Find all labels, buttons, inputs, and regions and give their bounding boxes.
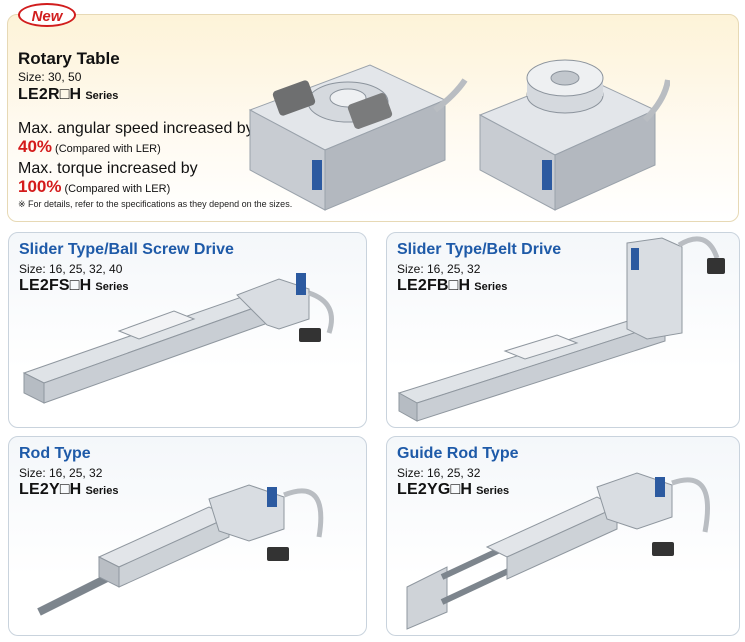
torque-increase-pct: 100%: [18, 177, 62, 196]
torque-compare-note: (Compared with LER): [64, 183, 171, 195]
card-size: Size: 16, 25, 32: [397, 466, 481, 480]
rotary-table-open-image: [248, 64, 468, 211]
slider-belt-image: [397, 236, 725, 422]
card-title: Slider Type/Belt Drive: [397, 241, 562, 258]
card-series-code: LE2FB□H: [397, 277, 471, 294]
card-series-word: Series: [85, 485, 119, 497]
guide-rod-type-image: [406, 472, 711, 630]
card-series-code: LE2YG□H: [397, 481, 473, 498]
rotary-title: Rotary Table: [18, 49, 120, 68]
torque-claim: Max. torque increased by: [18, 160, 198, 177]
card-title: Guide Rod Type: [397, 445, 519, 462]
specification-footnote: ※ For details, refer to the specificatio…: [18, 199, 293, 209]
speed-increase-pct: 40%: [18, 137, 53, 156]
card-series-word: Series: [476, 485, 510, 497]
card-size: Size: 16, 25, 32, 40: [19, 262, 123, 276]
speed-claim: Max. angular speed increased by: [18, 120, 254, 137]
card-title: Rod Type: [19, 445, 91, 462]
card-slider-ball-screw: Slider Type/Ball Screw Drive Size: 16, 2…: [8, 232, 367, 428]
rotary-series-word: Series: [85, 90, 119, 102]
speed-claim-value: 40%(Compared with LER): [18, 137, 161, 157]
card-series-word: Series: [474, 281, 508, 293]
speed-compare-note: (Compared with LER): [55, 143, 161, 155]
new-badge: New: [18, 3, 76, 27]
rotary-series-code: LE2R□H: [18, 86, 82, 103]
slider-ball-screw-image: [22, 273, 334, 404]
card-size: Size: 16, 25, 32: [19, 466, 103, 480]
torque-claim-value: 100%(Compared with LER): [18, 177, 170, 197]
card-size: Size: 16, 25, 32: [397, 262, 481, 276]
rotary-size: Size: 30, 50: [18, 70, 82, 84]
card-series-word: Series: [95, 281, 129, 293]
card-slider-belt: Slider Type/Belt Drive Size: 16, 25, 32 …: [386, 232, 740, 428]
card-series-code: LE2Y□H: [19, 481, 82, 498]
card-series-code: LE2FS□H: [19, 277, 92, 294]
rod-type-image: [37, 484, 324, 616]
card-title: Slider Type/Ball Screw Drive: [19, 241, 234, 258]
rotary-table-closed-image: [478, 59, 670, 211]
new-badge-label: New: [31, 8, 63, 25]
